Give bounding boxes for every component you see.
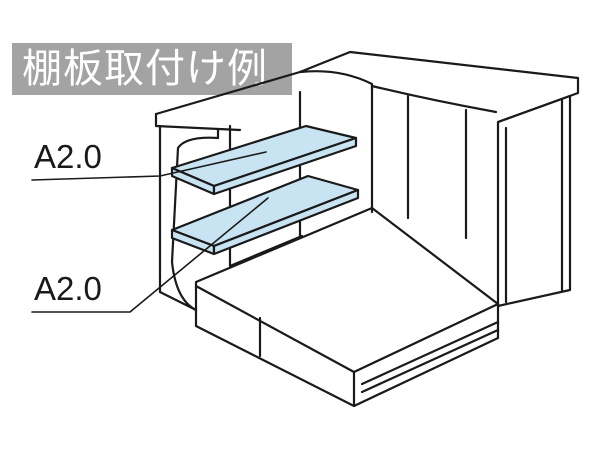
right-wall xyxy=(496,94,572,308)
floor-rail xyxy=(360,320,500,386)
diagram-title: 棚板取付け例 xyxy=(22,46,268,92)
floor-rail xyxy=(360,328,500,394)
roof-overhang xyxy=(298,70,374,92)
shelf-label-upper: A2.0 xyxy=(34,138,102,175)
lower-shelf xyxy=(170,174,360,256)
leader-line-lower xyxy=(31,197,269,313)
back-wall-top xyxy=(370,84,498,114)
roof-front-edge xyxy=(154,112,242,132)
shelf-label-lower: A2.0 xyxy=(34,270,102,307)
leader-line-upper xyxy=(31,151,267,181)
title-banner: 棚板取付け例 xyxy=(12,43,292,95)
left-wall-inner xyxy=(170,128,220,312)
floor-front xyxy=(194,284,356,408)
floor-base xyxy=(158,290,198,312)
